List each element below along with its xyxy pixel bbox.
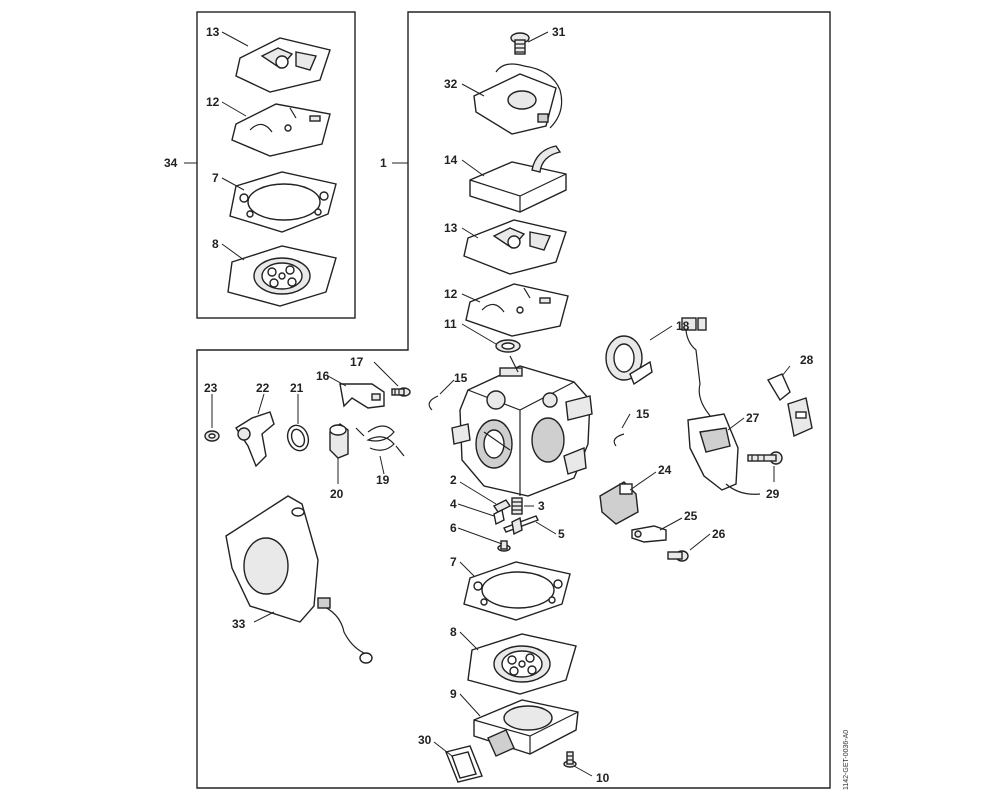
bracket-25 xyxy=(631,525,667,543)
inlet-control-lever-4 xyxy=(493,508,505,526)
diaphragm-8 xyxy=(467,633,577,695)
switch-assembly-27 xyxy=(681,317,761,495)
kit-diaphragm-8 xyxy=(227,245,337,307)
plate-33 xyxy=(225,495,373,664)
label-33: 33 xyxy=(232,617,246,631)
kit-gasket-7 xyxy=(229,171,337,233)
label-29: 29 xyxy=(766,487,780,501)
label-5: 5 xyxy=(558,527,565,541)
label-8-kit: 8 xyxy=(212,237,219,251)
diaphragm-12 xyxy=(465,283,569,337)
label-17: 17 xyxy=(350,355,364,369)
leader-lines xyxy=(184,31,791,777)
carb-cover-32 xyxy=(473,63,563,135)
label-19: 19 xyxy=(376,473,390,487)
circlip-15-right xyxy=(613,433,625,447)
label-31: 31 xyxy=(552,25,566,39)
label-4: 4 xyxy=(450,497,457,511)
label-13: 13 xyxy=(444,221,458,235)
label-1: 1 xyxy=(380,156,387,170)
label-24: 24 xyxy=(658,463,672,477)
lever-22 xyxy=(235,411,275,468)
gasket-30 xyxy=(445,745,483,783)
label-23: 23 xyxy=(204,381,218,395)
label-12-kit: 12 xyxy=(206,95,220,109)
carburetor-body xyxy=(451,355,593,497)
contact-28 xyxy=(766,373,813,437)
seal-21 xyxy=(286,424,310,452)
label-12: 12 xyxy=(444,287,458,301)
screw-31 xyxy=(510,32,530,55)
circlip-15-left xyxy=(428,395,439,411)
label-7: 7 xyxy=(450,555,457,569)
torsion-spring-19 xyxy=(355,425,405,457)
label-9: 9 xyxy=(450,687,457,701)
screw-6 xyxy=(497,540,511,552)
label-32: 32 xyxy=(444,77,458,91)
label-25: 25 xyxy=(684,509,698,523)
label-16: 16 xyxy=(316,369,330,383)
kit-diaphragm-12 xyxy=(231,103,331,157)
pump-cover-14 xyxy=(469,145,567,213)
lever-16 xyxy=(339,383,385,409)
kit-34-frame xyxy=(196,11,356,319)
label-28: 28 xyxy=(800,353,814,367)
gasket-13 xyxy=(463,219,567,275)
label-27: 27 xyxy=(746,411,760,425)
label-11: 11 xyxy=(444,317,457,331)
gasket-7 xyxy=(463,561,571,621)
label-14: 14 xyxy=(444,153,458,167)
label-8: 8 xyxy=(450,625,457,639)
label-2: 2 xyxy=(450,473,457,487)
label-6: 6 xyxy=(450,521,457,535)
main-assembly-frame xyxy=(196,11,831,789)
label-15-left: 15 xyxy=(454,371,468,385)
label-10: 10 xyxy=(596,771,610,785)
label-7-kit: 7 xyxy=(212,171,219,185)
label-20: 20 xyxy=(330,487,344,501)
inlet-needle-2 xyxy=(492,499,512,513)
label-13-kit: 13 xyxy=(206,25,220,39)
end-cover-9 xyxy=(473,699,579,757)
seal-ring-11 xyxy=(495,339,521,353)
screw-26 xyxy=(667,550,689,562)
washer-23 xyxy=(204,430,220,442)
label-15-right: 15 xyxy=(636,407,650,421)
spring-3 xyxy=(511,497,523,515)
drawing-code: 1142-GET-0036-A0 xyxy=(843,730,850,790)
label-34: 34 xyxy=(164,156,178,170)
screw-17 xyxy=(391,387,411,397)
screw-10 xyxy=(563,751,577,768)
spindle-5 xyxy=(503,515,539,536)
sleeve-20 xyxy=(329,423,349,459)
kit-gasket-13 xyxy=(235,37,331,93)
label-30: 30 xyxy=(418,733,432,747)
label-21: 21 xyxy=(290,381,304,395)
label-3: 3 xyxy=(538,499,545,513)
label-26: 26 xyxy=(712,527,726,541)
screw-29 xyxy=(747,451,783,465)
label-22: 22 xyxy=(256,381,270,395)
bracket-18 xyxy=(605,335,653,386)
label-18: 18 xyxy=(676,319,690,333)
